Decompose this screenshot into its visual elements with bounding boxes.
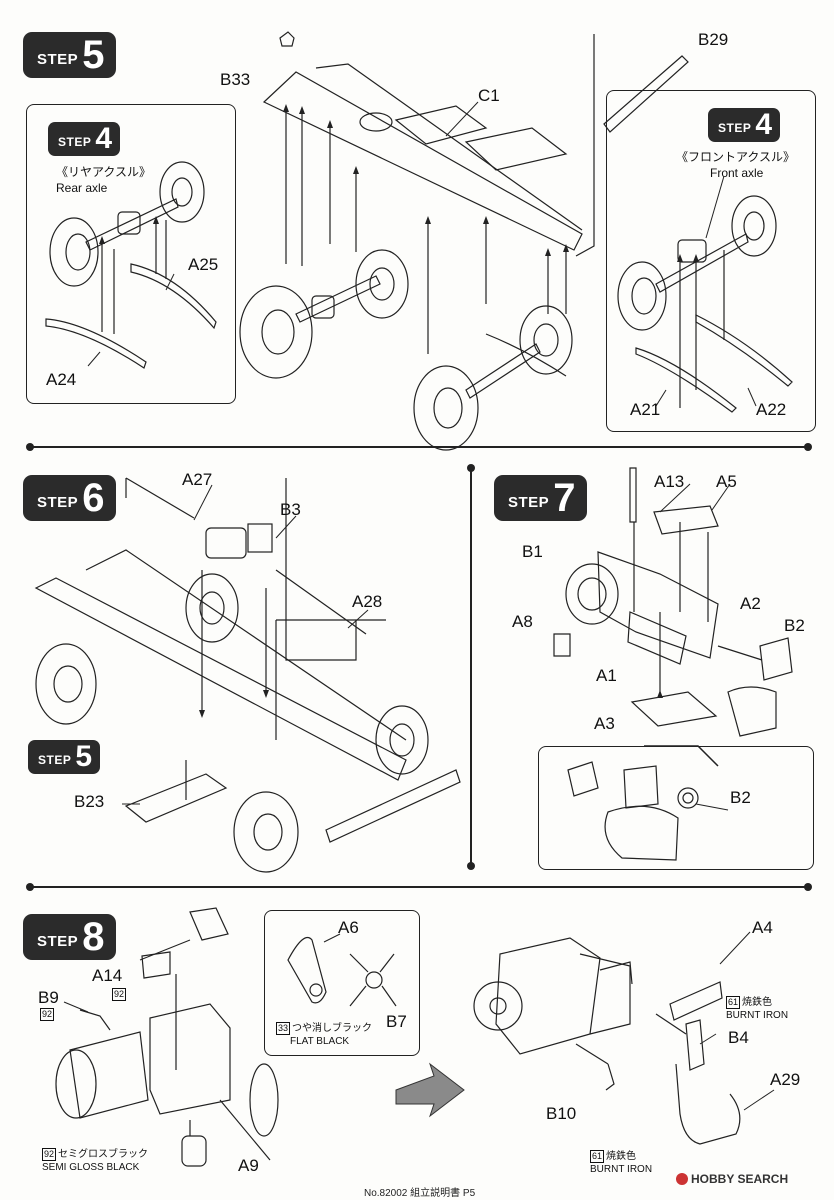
step5-chassis-drawing: [239, 31, 595, 451]
label-a3: A3: [594, 714, 615, 733]
label-b10: B10: [546, 1104, 577, 1123]
page-footer: No.82002 組立説明書 P5: [364, 1188, 476, 1199]
hobby-search-logo-icon: [676, 1173, 688, 1185]
label-a14: A14: [92, 966, 123, 985]
hobby-search-watermark: HOBBY SEARCH: [676, 1172, 788, 1186]
label-a5: A5: [716, 472, 737, 491]
label-b2: B2: [784, 616, 805, 635]
step7-badge: STEP 7: [494, 475, 588, 521]
label-b1: B1: [522, 542, 543, 561]
label-a9: A9: [238, 1156, 259, 1175]
step7-drawing: [553, 467, 793, 737]
step7-detail-drawing: [567, 745, 729, 861]
label-a29: A29: [770, 1070, 801, 1089]
step5-badge: STEP 5: [23, 32, 117, 78]
divider-2: [26, 883, 812, 891]
label-a21: A21: [630, 400, 661, 419]
label-a27: A27: [182, 470, 213, 489]
divider-vertical: [467, 464, 475, 870]
label-a6: A6: [338, 918, 359, 937]
step6-drawing: [34, 477, 461, 873]
label-b33: B33: [220, 70, 251, 89]
label-a28: A28: [352, 592, 383, 611]
label-a24: A24: [46, 370, 77, 389]
step6-badge: STEP 6: [23, 475, 117, 521]
label-c1: C1: [478, 86, 500, 105]
fan-belt-detail-box: [264, 910, 420, 1056]
rear-axle-title-en: Rear axle: [56, 181, 108, 195]
rear-axle-title-jp: 《リヤアクスル》: [56, 165, 152, 179]
front-axle-drawing: [617, 175, 793, 413]
label-a13: A13: [654, 472, 685, 491]
label-b4: B4: [728, 1028, 749, 1047]
front-axle-box: [606, 90, 816, 432]
b29-part: [603, 55, 689, 133]
label-b7: B7: [386, 1012, 407, 1031]
label-b23: B23: [74, 792, 105, 811]
rear-axle-step-badge: STEP 4: [48, 122, 121, 156]
label-a22: A22: [756, 400, 787, 419]
rear-axle-box: [26, 104, 236, 404]
step8-badge: STEP 8: [23, 914, 117, 960]
step8-engine-drawing: [55, 907, 279, 1167]
label-a2: A2: [740, 594, 761, 613]
step8-engine-right-drawing: [473, 931, 775, 1145]
front-axle-title-jp: 《フロントアクスル》: [676, 150, 796, 164]
label-b3: B3: [280, 500, 301, 519]
label-b2-detail: B2: [730, 788, 751, 807]
step6-ref-step5-badge: STEP 5: [28, 740, 101, 774]
b9-color-code: 92: [40, 1008, 55, 1021]
assembly-arrow-icon: [395, 1062, 465, 1118]
divider-1: [26, 443, 812, 451]
label-a4: A4: [752, 918, 773, 937]
a14-color-code: 92: [112, 988, 127, 1001]
label-a8: A8: [512, 612, 533, 631]
rear-axle-drawing: [45, 161, 217, 369]
fan-belt-drawing: [287, 933, 397, 1007]
label-a25: A25: [188, 255, 219, 274]
label-b29: B29: [698, 30, 729, 49]
label-a1: A1: [596, 666, 617, 685]
label-b9: B9: [38, 988, 59, 1007]
front-axle-step-badge: STEP 4: [708, 108, 781, 142]
